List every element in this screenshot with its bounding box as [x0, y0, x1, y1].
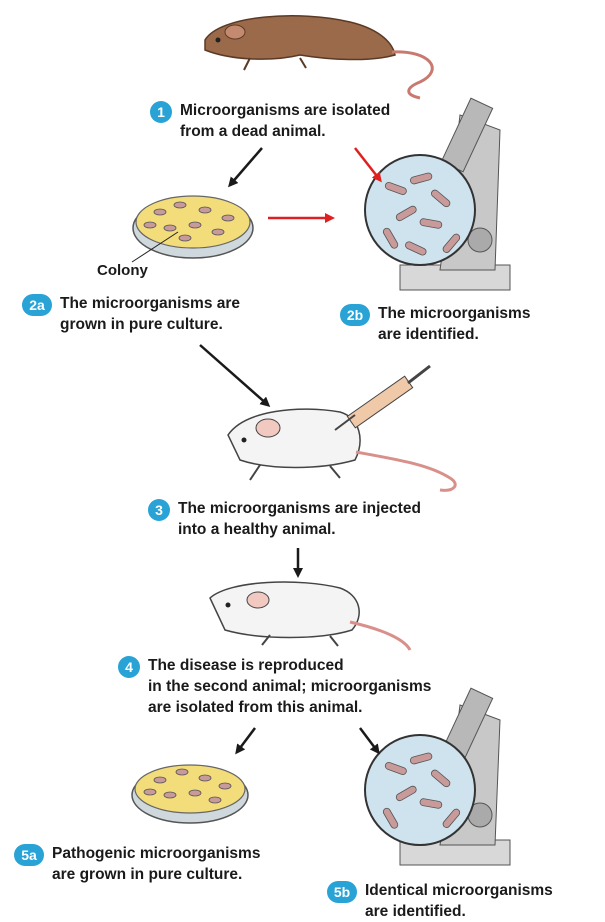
step-4-caption: 4 The disease is reproduced in the secon…: [118, 655, 431, 718]
step-3-line-2: into a healthy animal.: [178, 519, 421, 540]
arrow-4-to-5a: [237, 728, 255, 752]
arrow-1-to-2b: [355, 148, 380, 180]
step-4-line-3: are isolated from this animal.: [148, 697, 431, 718]
step-1-caption: 1 Microorganisms are isolated from a dea…: [150, 100, 390, 142]
step-5b-line-1: Identical microorganisms: [365, 880, 553, 901]
step-2b-caption: 2b The microorganisms are identified.: [340, 303, 530, 345]
step-5a-line-2: are grown in pure culture.: [52, 864, 260, 885]
arrow-2a-to-3: [200, 345, 268, 405]
step-2a-line-1: The microorganisms are: [60, 293, 240, 314]
step-1-line-1: Microorganisms are isolated: [180, 100, 390, 121]
step-5a-line-1: Pathogenic microorganisms: [52, 843, 260, 864]
step-2b-badge: 2b: [340, 304, 370, 326]
step-2a-line-2: grown in pure culture.: [60, 314, 240, 335]
step-2b-line-1: The microorganisms: [378, 303, 530, 324]
step-4-line-2: in the second animal; microorganisms: [148, 676, 431, 697]
step-3-badge: 3: [148, 499, 170, 521]
step-2a-caption: 2a The microorganisms are grown in pure …: [22, 293, 240, 335]
step-2b-line-2: are identified.: [378, 324, 530, 345]
step-3-caption: 3 The microorganisms are injected into a…: [148, 498, 421, 540]
step-5a-badge: 5a: [14, 844, 44, 866]
step-4-line-1: The disease is reproduced: [148, 655, 431, 676]
step-2a-badge: 2a: [22, 294, 52, 316]
step-5b-line-2: are identified.: [365, 901, 553, 922]
step-5b-caption: 5b Identical microorganisms are identifi…: [327, 880, 553, 922]
step-1-line-2: from a dead animal.: [180, 121, 390, 142]
step-5a-caption: 5a Pathogenic microorganisms are grown i…: [14, 843, 260, 885]
colony-label: Colony: [97, 262, 148, 279]
step-4-badge: 4: [118, 656, 140, 678]
healthy-rat-illustration: [228, 409, 455, 490]
petri-dish-culture-1: [133, 196, 253, 258]
step-1-badge: 1: [150, 101, 172, 123]
arrow-4-to-5b: [360, 728, 378, 752]
step-5b-badge: 5b: [327, 881, 357, 903]
arrow-1-to-2a: [230, 148, 262, 185]
dead-rat-illustration: [205, 16, 432, 98]
petri-dish-culture-2: [132, 765, 248, 823]
diseased-rat-illustration: [210, 582, 410, 650]
syringe-illustration: [335, 366, 430, 430]
step-3-line-1: The microorganisms are injected: [178, 498, 421, 519]
